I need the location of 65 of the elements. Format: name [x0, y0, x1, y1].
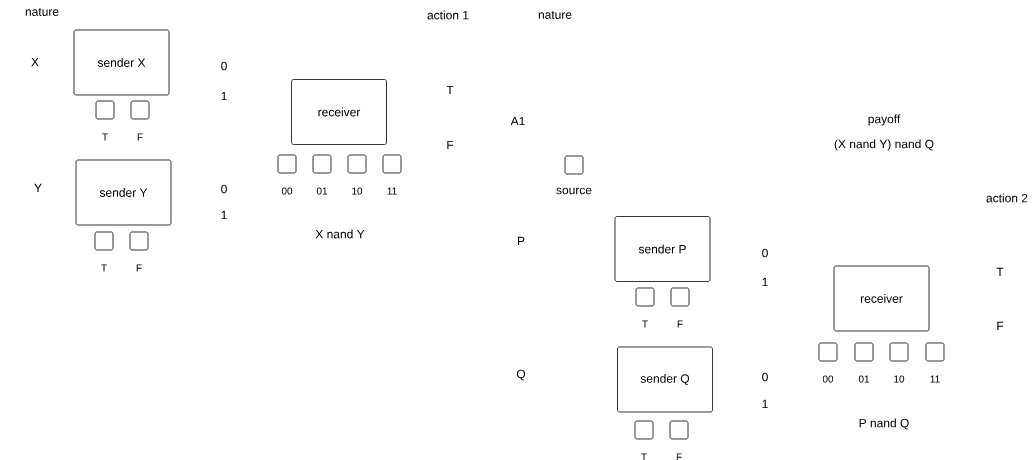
label-text: action 2: [986, 193, 1028, 203]
node-label: F: [137, 133, 143, 141]
label-text: 1: [221, 91, 227, 101]
node-label: 11: [387, 187, 397, 195]
agent-box: receiver: [291, 79, 387, 145]
node-label: F: [677, 320, 683, 328]
option-square: 10: [347, 154, 367, 195]
node-label: source: [556, 187, 592, 195]
label-text: P nand Q: [859, 418, 909, 430]
option-square: T: [95, 100, 115, 141]
label-text: 1: [762, 277, 768, 287]
option-square: 01: [312, 154, 332, 195]
agent-box: sender X: [73, 29, 170, 96]
node-label: F: [136, 264, 142, 272]
agent-box: sender P: [614, 216, 711, 282]
option-square: F: [129, 231, 149, 272]
label-text: X: [31, 57, 39, 67]
label-text: T: [446, 85, 454, 95]
option-square: 11: [382, 154, 402, 195]
label-text: action 1: [427, 10, 469, 20]
label-text: F: [997, 321, 1004, 331]
node-label: 01: [316, 187, 328, 195]
label-text: T: [996, 267, 1004, 277]
agent-box: receiver: [833, 265, 930, 332]
node-label: T: [642, 320, 648, 328]
label-text: A1: [510, 116, 525, 126]
node-label: T: [101, 264, 107, 272]
option-square: 00: [818, 342, 838, 383]
node-label: T: [641, 453, 647, 460]
option-square: T: [635, 287, 655, 328]
option-square: 00: [277, 154, 297, 195]
option-square: F: [669, 420, 689, 460]
label-text: 0: [762, 372, 768, 382]
node-label: 01: [858, 375, 870, 383]
option-square: 10: [889, 342, 909, 383]
label-text: nature: [538, 11, 572, 19]
option-square: F: [670, 287, 690, 328]
option-square: T: [634, 420, 654, 460]
label-text: 0: [221, 61, 227, 71]
option-square: 11: [925, 342, 945, 383]
node-label: F: [676, 453, 682, 460]
agent-box: sender Q: [617, 346, 713, 413]
label-text: F: [447, 140, 454, 150]
option-square: source: [556, 155, 592, 195]
option-square: T: [94, 231, 114, 272]
label-text: payoff: [868, 114, 901, 126]
option-square: F: [130, 100, 150, 141]
label-text: 1: [221, 210, 227, 220]
node-label: 00: [822, 375, 834, 383]
label-text: 0: [762, 248, 768, 258]
node-label: 10: [894, 375, 905, 383]
label-text: P: [518, 236, 525, 246]
node-label: 10: [352, 187, 363, 195]
option-square: 01: [854, 342, 874, 383]
label-text: 0: [221, 184, 227, 194]
node-label: T: [102, 133, 108, 141]
label-text: 1: [762, 399, 768, 409]
label-text: nature: [25, 8, 59, 16]
label-text: Q: [516, 369, 526, 381]
node-label: 11: [930, 375, 940, 383]
node-label: 00: [281, 187, 293, 195]
label-text: Y: [34, 183, 42, 193]
label-text: (X nand Y) nand Q: [834, 139, 934, 151]
agent-box: sender Y: [75, 159, 172, 226]
label-text: X nand Y: [315, 229, 365, 239]
